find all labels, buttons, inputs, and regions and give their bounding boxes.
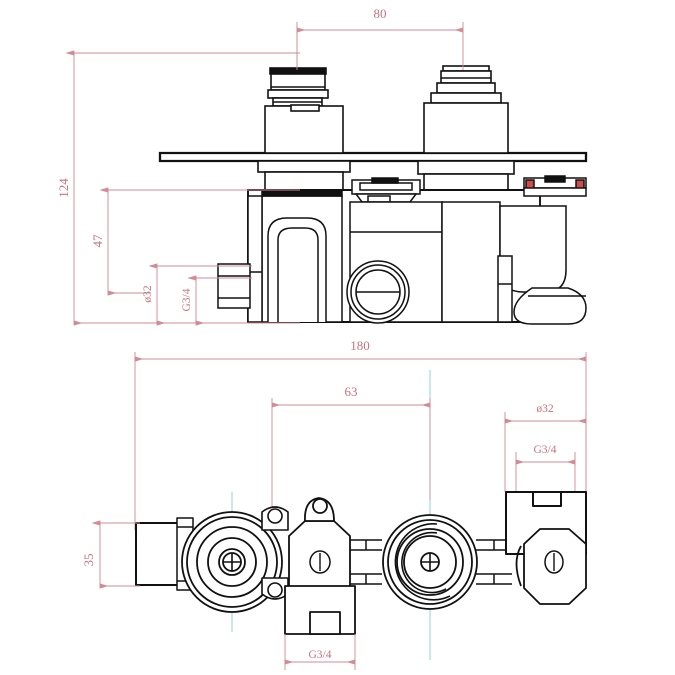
dim-label-180: 180 <box>350 338 370 353</box>
front-center-fitting <box>351 177 421 203</box>
front-center-chamber <box>346 201 443 324</box>
plan-right-handle <box>382 514 478 610</box>
plan-dimensions-lower <box>91 520 356 670</box>
plan-tube-left <box>350 539 382 585</box>
front-wall-plate <box>158 151 588 163</box>
plan-view-geometry <box>135 491 587 635</box>
dim-label-plan-thread: G3/4 <box>534 444 557 456</box>
plan-dimensions-upper <box>134 352 587 530</box>
front-left-spindle <box>257 67 351 191</box>
plan-bottom-outlet <box>284 585 356 635</box>
front-dimensions <box>65 22 464 326</box>
dim-label-35: 35 <box>81 554 96 567</box>
dim-label-plan-dia: ø32 <box>536 403 554 415</box>
front-right-chamber <box>441 201 587 325</box>
front-right-spindle <box>417 65 515 191</box>
dim-label-63: 63 <box>345 384 358 399</box>
dim-label-124: 124 <box>56 178 71 198</box>
dim-label-80: 80 <box>374 6 387 21</box>
plan-left-ears <box>261 506 289 600</box>
front-elevation-geometry <box>158 65 588 325</box>
plan-right-hex <box>515 528 587 605</box>
plan-left-handle <box>181 511 283 613</box>
dim-label-front-dia: ø32 <box>142 285 154 303</box>
front-body-details <box>217 189 343 323</box>
front-right-terminal <box>523 175 587 197</box>
dim-label-47: 47 <box>90 234 105 248</box>
dim-label-front-thread: G3/4 <box>181 288 193 311</box>
dim-label-bottom-thread: G3/4 <box>309 649 332 661</box>
